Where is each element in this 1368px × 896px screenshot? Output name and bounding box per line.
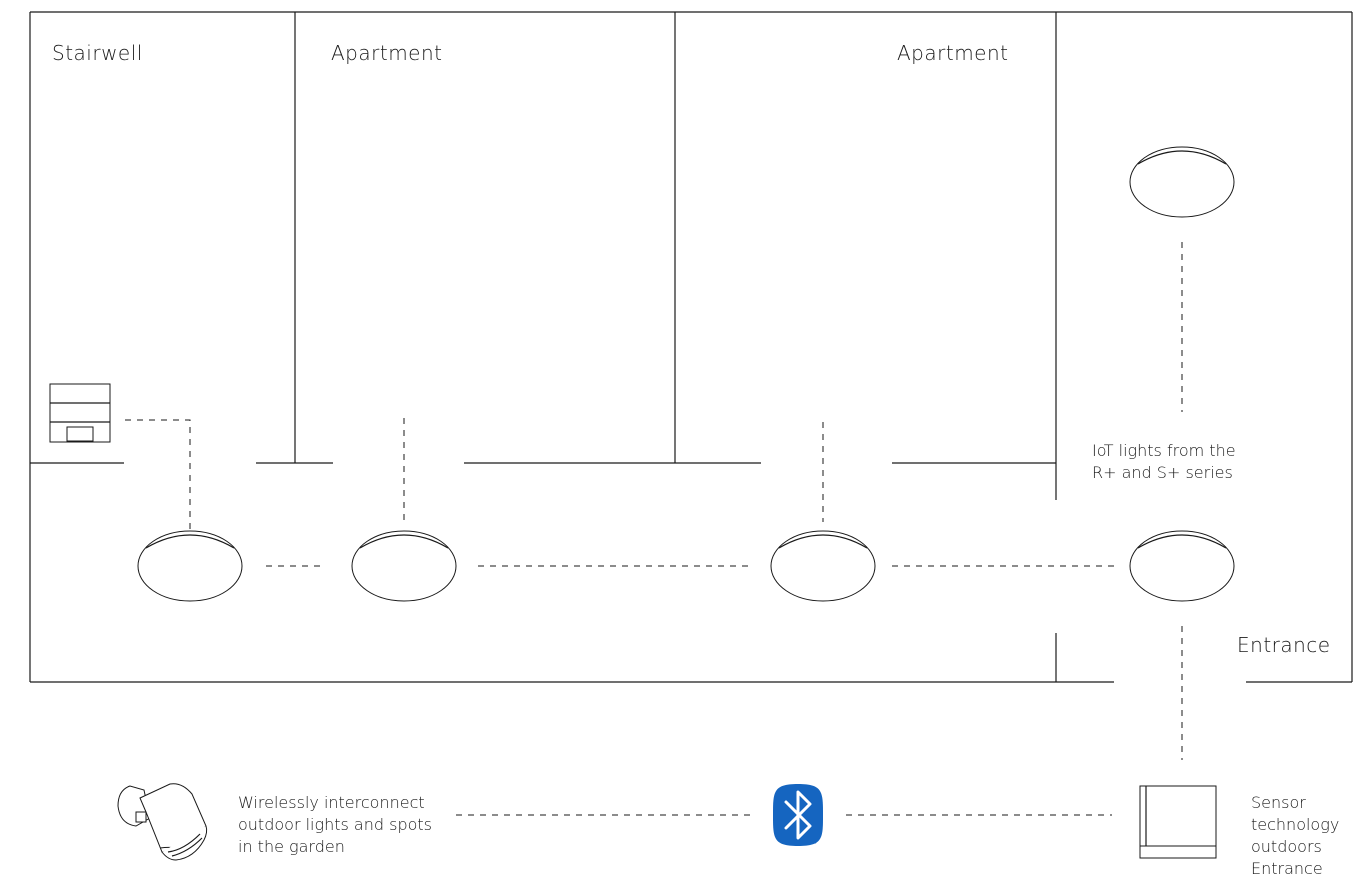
- room-label-apartment-left: Apartment: [331, 41, 443, 65]
- room-label-stairwell: Stairwell: [52, 41, 143, 65]
- garden-caption: Wirelessly interconnect outdoor lights a…: [238, 792, 432, 858]
- wireless-links: [125, 242, 1183, 816]
- sensor-caption: Sensor technology outdoors Entrance: [1251, 792, 1339, 880]
- sensor-caption-line: outdoors: [1251, 837, 1322, 856]
- room-label-entrance: Entrance: [1237, 633, 1331, 657]
- garden-caption-line: in the garden: [238, 837, 345, 856]
- ceiling-light-icon: [351, 530, 457, 602]
- iot-lights-caption: IoT lights from the R+ and S+ series: [1092, 440, 1236, 484]
- ceiling-light-icon: [137, 530, 243, 602]
- garden-spotlight-icon: [117, 783, 208, 861]
- wall-switch-icon: [49, 383, 111, 443]
- garden-caption-line: Wirelessly interconnect: [238, 793, 425, 812]
- sensor-caption-line: technology: [1251, 815, 1340, 834]
- ceiling-light-icon: [770, 530, 876, 602]
- ceiling-light-icon: [1129, 146, 1235, 218]
- iot-caption-line: IoT lights from the: [1092, 441, 1236, 460]
- outdoor-sensor-icon: [1139, 785, 1217, 859]
- sensor-caption-line: Entrance: [1251, 859, 1323, 878]
- building-walls: [29, 11, 1353, 683]
- room-label-apartment-right: Apartment: [897, 41, 1009, 65]
- iot-caption-line: R+ and S+ series: [1092, 463, 1233, 482]
- sensor-caption-line: Sensor: [1251, 793, 1306, 812]
- bluetooth-icon: [773, 784, 823, 846]
- garden-caption-line: outdoor lights and spots: [238, 815, 433, 834]
- ceiling-light-icon: [1129, 530, 1235, 602]
